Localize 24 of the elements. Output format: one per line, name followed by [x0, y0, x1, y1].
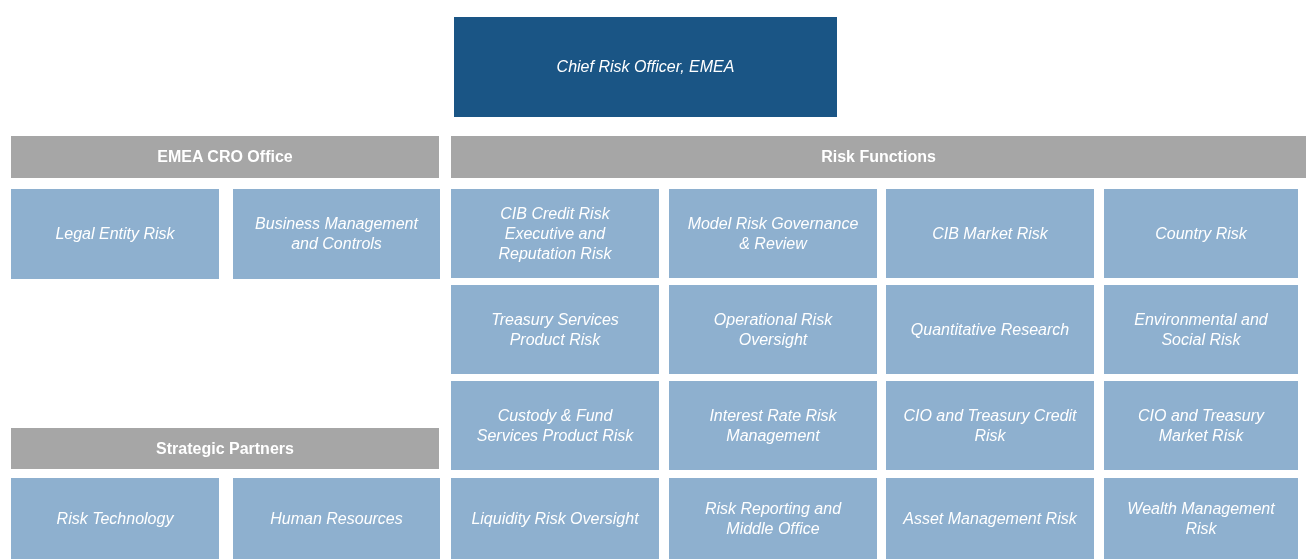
unit-box: CIO and Treasury Market Risk — [1104, 381, 1298, 470]
unit-box: Human Resources — [233, 478, 440, 559]
unit-box: Country Risk — [1104, 189, 1298, 278]
unit-box: Legal Entity Risk — [11, 189, 219, 279]
unit-box: Model Risk Governance & Review — [669, 189, 877, 278]
unit-box: Environmental and Social Risk — [1104, 285, 1298, 374]
unit-box: Operational Risk Oversight — [669, 285, 877, 374]
unit-box: CIO and Treasury Credit Risk — [886, 381, 1094, 470]
section-header-bar: Strategic Partners — [11, 428, 439, 469]
section-header-bar: EMEA CRO Office — [11, 136, 439, 178]
unit-box: CIB Market Risk — [886, 189, 1094, 278]
unit-box: Liquidity Risk Oversight — [451, 478, 659, 559]
unit-box: Risk Technology — [11, 478, 219, 559]
unit-box: Asset Management Risk — [886, 478, 1094, 559]
unit-box: Wealth Management Risk — [1104, 478, 1298, 559]
unit-box: Treasury Services Product Risk — [451, 285, 659, 374]
section-header-bar: Risk Functions — [451, 136, 1306, 178]
unit-box: Risk Reporting and Middle Office — [669, 478, 877, 559]
unit-box: CIB Credit Risk Executive and Reputation Risk — [451, 189, 659, 278]
title-box: Chief Risk Officer, EMEA — [454, 17, 837, 117]
unit-box: Quantitative Research — [886, 285, 1094, 374]
unit-box: Business Management and Controls — [233, 189, 440, 279]
unit-box: Interest Rate Risk Management — [669, 381, 877, 470]
unit-box: Custody & Fund Services Product Risk — [451, 381, 659, 470]
